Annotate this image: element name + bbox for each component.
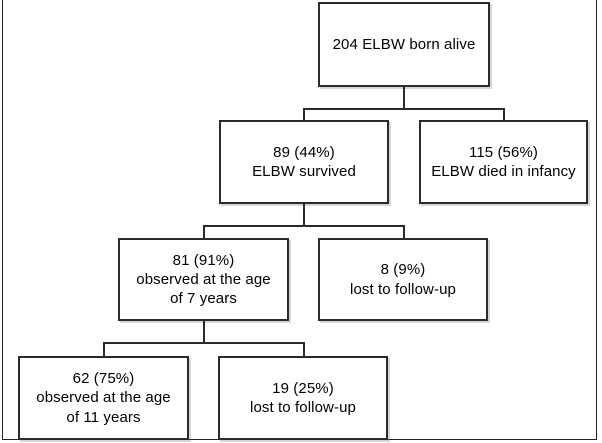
node-observed-7-years[interactable]: 81 (91%) observed at the age of 7 years bbox=[118, 238, 289, 321]
node-lost-followup-7[interactable]: 8 (9%) lost to follow-up bbox=[318, 238, 488, 321]
node-elbw-survived-label: 89 (44%) ELBW survived bbox=[252, 143, 356, 180]
connector-root-stem bbox=[403, 87, 405, 109]
node-lost-followup-11-label: 19 (25%) lost to follow-up bbox=[250, 379, 356, 416]
connector-level3-bar bbox=[103, 342, 305, 344]
connector-observed7-stem bbox=[203, 321, 205, 343]
connector-level2-bar bbox=[203, 225, 405, 227]
connector-to-survived bbox=[303, 108, 305, 121]
node-born-alive[interactable]: 204 ELBW born alive bbox=[318, 2, 490, 87]
connector-survived-stem bbox=[303, 204, 305, 226]
node-elbw-survived[interactable]: 89 (44%) ELBW survived bbox=[219, 120, 389, 204]
node-lost-followup-11[interactable]: 19 (25%) lost to follow-up bbox=[218, 356, 388, 440]
connector-level1-bar bbox=[303, 108, 505, 110]
connector-to-lost7 bbox=[403, 225, 405, 238]
connector-to-observed7 bbox=[203, 225, 205, 238]
connector-to-lost11 bbox=[303, 342, 305, 356]
connector-to-observed11 bbox=[103, 342, 105, 356]
node-observed-7-years-label: 81 (91%) observed at the age of 7 years bbox=[136, 251, 271, 308]
node-lost-followup-7-label: 8 (9%) lost to follow-up bbox=[350, 261, 456, 298]
node-elbw-died[interactable]: 115 (56%) ELBW died in infancy bbox=[419, 120, 588, 204]
connector-to-died bbox=[503, 108, 505, 121]
node-observed-11-years[interactable]: 62 (75%) observed at the age of 11 years bbox=[18, 356, 189, 440]
node-elbw-died-label: 115 (56%) ELBW died in infancy bbox=[431, 143, 576, 180]
node-observed-11-years-label: 62 (75%) observed at the age of 11 years bbox=[36, 370, 171, 426]
node-born-alive-label: 204 ELBW born alive bbox=[332, 35, 476, 53]
